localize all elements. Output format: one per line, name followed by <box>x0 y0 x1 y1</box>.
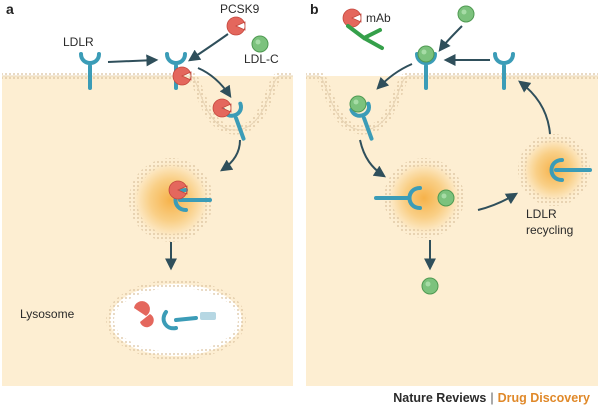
label-pcsk9: PCSK9 <box>220 2 260 16</box>
membrane-a-line <box>2 75 293 131</box>
arrow-a-4 <box>220 139 241 172</box>
arrow-b-1 <box>438 25 463 52</box>
arrow-b-5 <box>477 192 519 211</box>
mab-antibody <box>346 24 384 50</box>
membrane-b-line <box>306 75 598 131</box>
credit-separator: | <box>490 391 494 405</box>
label-mab: mAb <box>366 11 391 25</box>
panel-b-letter: b <box>310 1 319 17</box>
arrow-a-3 <box>197 67 232 98</box>
panel-a: a PCSK9 LDLR LDL-C Lysosome <box>2 1 293 386</box>
arrow-b-4 <box>359 139 386 178</box>
ldlr-receptor-endosome-a <box>173 188 212 212</box>
journal-credit: Nature Reviews|Drug Discovery <box>393 391 590 405</box>
label-ldlr: LDLR <box>63 35 94 49</box>
label-ldlc: LDL-C <box>244 52 279 66</box>
ldl-released <box>421 277 439 295</box>
ldl-particle-free-b <box>457 5 475 23</box>
endosome-b <box>388 162 460 234</box>
panel-a-letter: a <box>6 1 14 17</box>
panel-b: b mAb LDLR recycling <box>306 1 598 386</box>
label-recycling-2: recycling <box>526 223 573 237</box>
extracellular-a <box>2 16 293 76</box>
arrow-a-1 <box>107 54 159 67</box>
label-recycling-1: LDLR <box>526 207 557 221</box>
ldl-bound-b-1 <box>417 45 435 63</box>
label-lysosome: Lysosome <box>20 307 75 321</box>
arrow-b-3 <box>376 63 413 90</box>
ldl-bound-b-2 <box>349 95 367 113</box>
credit-journal: Drug Discovery <box>497 391 590 405</box>
endosome-a <box>133 162 209 238</box>
degraded-fragments <box>134 301 216 331</box>
arrow-b-6 <box>518 80 551 135</box>
ldl-endosome-b <box>437 189 455 207</box>
ldl-particle-free-a <box>251 35 269 53</box>
arrow-a-2 <box>188 33 229 62</box>
ldlr-receptor-endosome-b <box>374 186 422 210</box>
credit-publisher: Nature Reviews <box>393 391 487 405</box>
ldlr-receptor-recycling <box>549 158 592 182</box>
